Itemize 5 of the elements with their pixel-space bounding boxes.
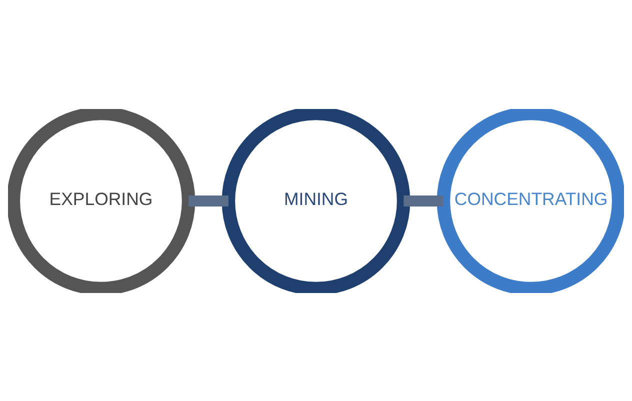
node-circle: MINING <box>222 108 410 292</box>
connector <box>404 194 444 206</box>
node-circle: CONCENTRATING <box>436 108 624 292</box>
connector <box>188 194 228 206</box>
node-circle: EXPLORING <box>8 108 196 292</box>
